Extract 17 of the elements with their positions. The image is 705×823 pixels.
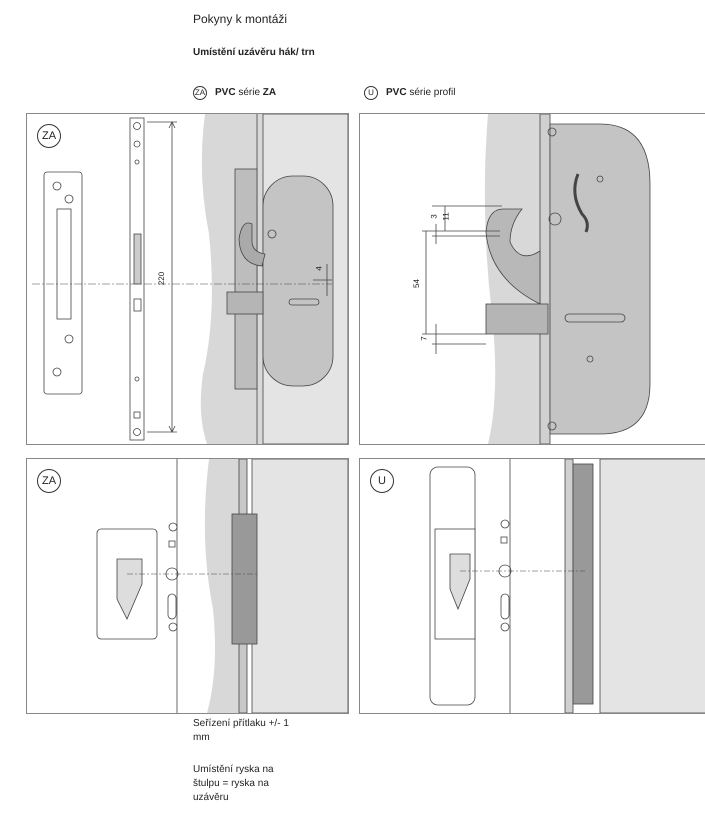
view-marker: ZA	[37, 469, 61, 493]
page-title: Pokyny k montáži	[193, 12, 288, 26]
note-text: Umístění ryska na štulpu = ryska na uzávěru	[193, 763, 275, 805]
view-marker: U	[364, 86, 378, 100]
dimension-label: 7	[420, 336, 429, 341]
view-marker: ZA	[37, 124, 61, 148]
subtitle: Umístění uzávěru hák/ trn	[193, 47, 315, 58]
dimension-label: 54	[412, 279, 421, 288]
view-heading: PVC série profil	[386, 87, 456, 98]
dimension-label: 11	[442, 212, 451, 221]
view-marker: ZA	[193, 86, 207, 100]
note-text: Seřízení přítlaku +/- 1 mm	[193, 717, 290, 745]
view-marker: U	[370, 469, 394, 493]
dimension-label: 4	[314, 266, 324, 271]
dimension-label: 220	[157, 272, 166, 286]
dimension-label: 3	[430, 214, 439, 219]
view-heading: PVC série ZA	[215, 87, 276, 98]
